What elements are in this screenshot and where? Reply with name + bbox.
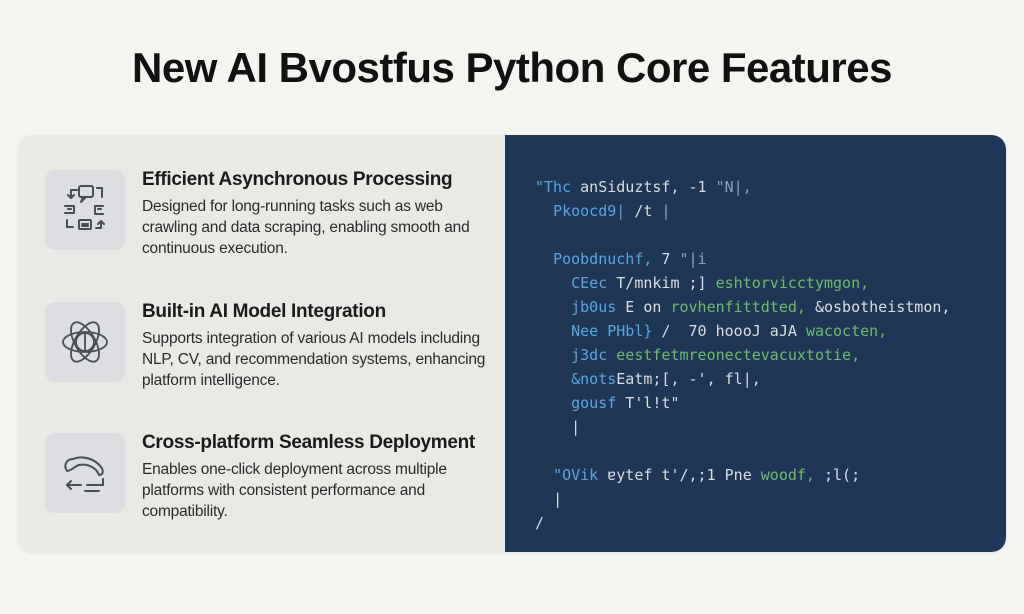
feature-cross-platform: Cross-platform Seamless Deployment Enabl…: [45, 432, 500, 543]
code-line: "OVik ɐytef t'/,;1 Pne woodf, ;l(;: [553, 466, 861, 484]
deploy-loop-icon: [45, 433, 125, 513]
feature-ai-integration: Built-in AI Model Integration Supports i…: [45, 301, 500, 412]
async-flow-icon: [45, 170, 125, 250]
code-line: |: [553, 490, 563, 508]
code-line: jb0us E on rovhenfittdted, &osbotheistmo…: [571, 298, 951, 316]
feature-async-processing: Efficient Asynchronous Processing Design…: [45, 169, 500, 280]
code-line: |: [571, 418, 581, 436]
feature-description: Enables one-click deployment across mult…: [142, 461, 447, 520]
code-line: [535, 223, 995, 247]
code-line: j3dc eestfetmreonectevacuxtotie,: [571, 346, 861, 364]
code-line: CEec T/mnkim ;] eshtorvicctymgon,: [571, 274, 870, 292]
page-title: New AI Bvostfus Python Core Features: [132, 44, 892, 91]
ai-network-icon: [45, 302, 125, 382]
code-line: Pkoocd9| /t |: [553, 202, 671, 220]
features-card: Efficient Asynchronous Processing Design…: [18, 135, 1006, 552]
code-block: "Thc anSiduztsf, -1 "N|, Pkoocd9| /t | P…: [535, 175, 995, 535]
code-line: "Thc anSiduztsf, -1 "N|,: [535, 178, 752, 196]
feature-title: Built-in AI Model Integration: [142, 301, 386, 322]
feature-description: Designed for long-running tasks such as …: [142, 198, 470, 257]
code-line: [535, 439, 995, 463]
features-list: Efficient Asynchronous Processing Design…: [18, 135, 505, 552]
code-panel: "Thc anSiduztsf, -1 "N|, Pkoocd9| /t | P…: [505, 135, 1006, 552]
code-line: Poobdnuchf, 7 "|i: [553, 250, 707, 268]
code-line: &notsEatm;[, -', fl|,: [571, 370, 761, 388]
feature-description: Supports integration of various AI model…: [142, 330, 486, 389]
code-line: /: [535, 514, 545, 532]
code-line: Nee PHbl} / 70 hoooJ aJA wacocten,: [571, 322, 888, 340]
code-line: gousf T'l!t": [571, 394, 680, 412]
feature-title: Efficient Asynchronous Processing: [142, 169, 453, 190]
feature-title: Cross-platform Seamless Deployment: [142, 432, 475, 453]
